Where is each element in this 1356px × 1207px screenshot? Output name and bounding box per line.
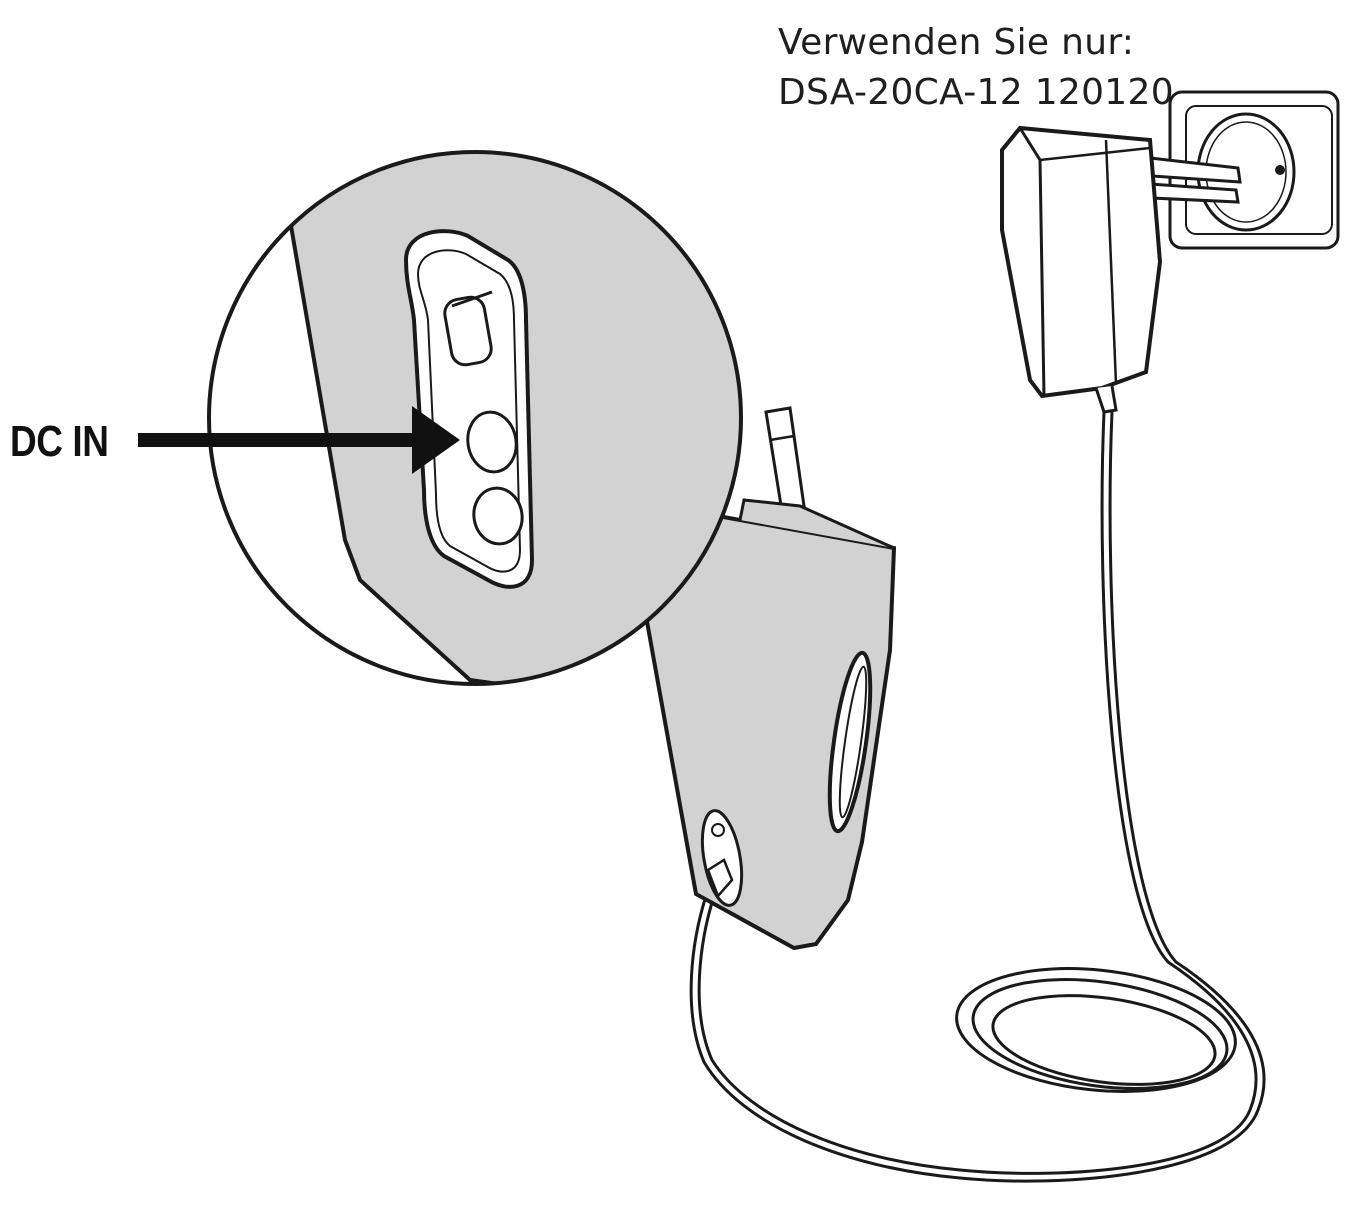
power-cable [689,411,1266,1183]
magnified-detail [207,150,743,686]
arrow-icon [138,406,460,474]
port-panel [403,229,535,589]
adapter-note-line2: DSA-20CA-12 120120 [778,72,1174,113]
dc-in-label: DC IN [10,417,109,466]
adapter-note-line1: Verwenden Sie nur: [778,22,1135,63]
adapter-note: Verwenden Sie nur: DSA-20CA-12 120120 [778,18,1174,118]
port-icon [472,486,524,546]
power-adapter [1000,125,1242,414]
dc-in-port-icon [466,410,518,474]
camera-device [643,498,897,951]
switch-icon [443,295,493,367]
